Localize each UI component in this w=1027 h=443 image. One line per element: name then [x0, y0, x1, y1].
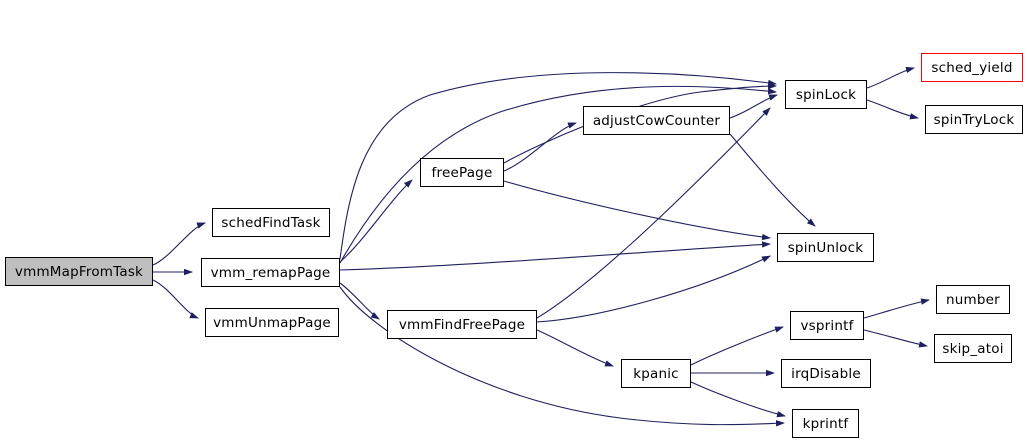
graph-node-label: number — [946, 291, 1000, 308]
call-edge-vmmMapFromTask-to-schedFindTask — [152, 222, 206, 266]
call-edge-kpanic-to-kprintf — [690, 381, 786, 418]
call-edge-vmmFindFreePage-to-kpanic — [536, 329, 614, 367]
call-edge-vmmMapFromTask-to-vmmUnmapPage — [152, 279, 199, 319]
call-edge-vmm_remapPage-to-vmmFindFreePage — [339, 282, 380, 320]
call-edge-adjustCowCounter-to-spinLock — [729, 94, 778, 119]
graph-node-label: freePage — [431, 164, 493, 181]
graph-node-label: skip_atoi — [942, 340, 1004, 357]
graph-node-spinUnlock[interactable]: spinUnlock — [777, 233, 874, 262]
graph-node-vsprintf[interactable]: vsprintf — [790, 311, 864, 340]
call-edge-vmm_remapPage-to-kprintf — [339, 286, 785, 427]
graph-node-label: vmm_remapPage — [210, 264, 331, 281]
call-edge-adjustCowCounter-to-spinUnlock — [729, 133, 816, 227]
graph-node-irqDisable[interactable]: irqDisable — [781, 359, 871, 388]
graph-node-vmm_remapPage[interactable]: vmm_remapPage — [201, 258, 340, 287]
graph-node-label: spinTryLock — [933, 111, 1015, 128]
graph-node-vmmFindFreePage[interactable]: vmmFindFreePage — [387, 310, 537, 339]
call-edge-kpanic-to-vsprintf — [690, 326, 784, 366]
call-edge-spinLock-to-spinTryLock — [866, 99, 919, 120]
call-edge-vmmFindFreePage-to-spinUnlock — [536, 255, 771, 323]
call-edge-freePage-to-adjustCowCounter — [503, 122, 577, 172]
graph-node-vmmUnmapPage[interactable]: vmmUnmapPage — [205, 308, 339, 337]
call-edge-vmmFindFreePage-to-spinLock — [536, 107, 771, 319]
call-edge-vsprintf-to-number — [863, 298, 930, 319]
graph-node-kpanic[interactable]: kpanic — [621, 359, 691, 388]
graph-node-freePage[interactable]: freePage — [420, 158, 504, 187]
call-edge-freePage-to-spinUnlock — [503, 180, 771, 241]
graph-node-spinLock[interactable]: spinLock — [785, 80, 867, 109]
graph-node-label: kpanic — [633, 365, 679, 382]
graph-node-label: irqDisable — [791, 365, 861, 382]
graph-node-label: vsprintf — [800, 317, 854, 334]
graph-node-label: spinLock — [795, 86, 857, 103]
graph-node-vmmMapFromTask[interactable]: vmmMapFromTask — [5, 257, 153, 286]
graph-node-spinTryLock[interactable]: spinTryLock — [925, 105, 1023, 134]
graph-node-number[interactable]: number — [936, 285, 1010, 314]
graph-node-label: kprintf — [802, 415, 849, 432]
call-edge-vmm_remapPage-to-freePage — [339, 179, 413, 263]
graph-node-label: vmmFindFreePage — [398, 316, 526, 333]
call-edge-vmm_remapPage-to-spinLock — [339, 72, 777, 260]
graph-node-skip_atoi[interactable]: skip_atoi — [934, 334, 1012, 363]
graph-node-label: schedFindTask — [221, 214, 321, 231]
call-edge-freePage-to-spinLock — [503, 82, 777, 164]
call-edge-vsprintf-to-skip_atoi — [863, 329, 928, 348]
call-edge-vmm_remapPage-to-spinLock — [339, 85, 777, 264]
graph-node-adjustCowCounter[interactable]: adjustCowCounter — [583, 106, 730, 135]
graph-node-label: spinUnlock — [787, 239, 864, 256]
graph-node-sched_yield[interactable]: sched_yield — [921, 53, 1023, 82]
graph-node-label: sched_yield — [931, 59, 1013, 76]
graph-node-label: vmmMapFromTask — [14, 263, 144, 280]
call-edge-spinLock-to-sched_yield — [866, 66, 915, 89]
graph-node-schedFindTask[interactable]: schedFindTask — [212, 208, 330, 237]
call-edge-vmm_remapPage-to-spinUnlock — [339, 241, 771, 271]
graph-node-label: adjustCowCounter — [592, 112, 721, 129]
graph-node-label: vmmUnmapPage — [213, 314, 331, 331]
graph-node-kprintf[interactable]: kprintf — [792, 409, 859, 438]
